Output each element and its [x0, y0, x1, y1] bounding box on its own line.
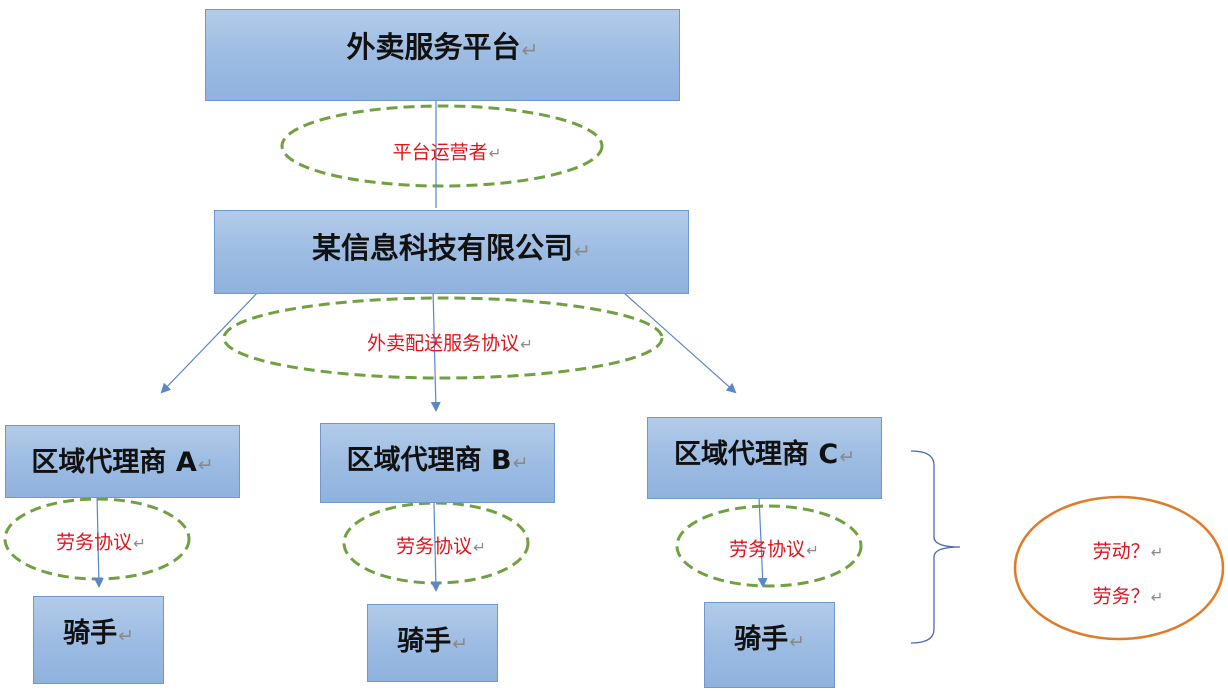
return-mark-icon: ↵ — [452, 633, 468, 655]
arrow-company-to-agent-b — [430, 288, 441, 412]
arrow-company-to-agent-a — [160, 289, 261, 394]
question-labor: 劳动？↵ — [1092, 540, 1164, 563]
node-rider-b-label: 骑手 — [397, 626, 452, 657]
return-mark-icon: ↵ — [197, 454, 214, 476]
relation-ellipse-delivery-agreement — [222, 296, 664, 380]
node-rider-c-label: 骑手 — [734, 624, 789, 655]
node-company-label: 某信息科技有限公司 — [311, 231, 573, 265]
return-mark-icon: ↵ — [789, 631, 805, 653]
return-mark-icon: ↵ — [473, 538, 486, 557]
node-agent-c: 区域代理商 C↵ — [647, 417, 882, 499]
node-platform: 外卖服务平台↵ — [205, 9, 680, 101]
return-mark-icon: ↵ — [839, 446, 856, 468]
label-delivery-agreement: 外卖配送服务协议↵ — [367, 332, 533, 355]
relation-ellipse-platform-operator — [280, 104, 604, 188]
relation-ellipse-labor-c — [675, 504, 863, 588]
label-labor-service-a: 劳务协议↵ — [56, 531, 146, 554]
arrow-agent-a-to-rider — [93, 493, 104, 588]
arrow-agent-c-to-rider — [757, 496, 768, 588]
node-agent-b-label: 区域代理商 B — [346, 445, 512, 476]
label-labor-service-c: 劳务协议↵ — [729, 538, 819, 561]
return-mark-icon: ↵ — [118, 625, 134, 647]
node-agent-b: 区域代理商 B↵ — [320, 423, 555, 503]
label-labor-service-b: 劳务协议↵ — [396, 535, 486, 558]
node-platform-label: 外卖服务平台 — [346, 30, 521, 64]
node-rider-c: 骑手↵ — [704, 602, 835, 688]
label-platform-operator: 平台运营者↵ — [392, 141, 502, 164]
node-agent-c-label: 区域代理商 C — [673, 439, 839, 470]
question-service: 劳务？↵ — [1092, 585, 1164, 608]
node-agent-a-label: 区域代理商 A — [31, 447, 197, 478]
return-mark-icon: ↵ — [488, 144, 502, 163]
node-company: 某信息科技有限公司↵ — [214, 210, 689, 294]
return-mark-icon: ↵ — [806, 541, 819, 560]
node-rider-a-label: 骑手 — [63, 618, 118, 649]
return-mark-icon: ↵ — [574, 239, 591, 263]
return-mark-icon: ↵ — [512, 452, 529, 474]
return-mark-icon: ↵ — [521, 38, 539, 62]
return-mark-icon: ↵ — [1150, 588, 1164, 607]
node-rider-b: 骑手↵ — [367, 604, 498, 682]
return-mark-icon: ↵ — [1150, 543, 1164, 562]
return-mark-icon: ↵ — [133, 534, 146, 553]
arrow-agent-b-to-rider — [430, 502, 441, 592]
curly-brace — [910, 450, 961, 644]
node-agent-a: 区域代理商 A↵ — [5, 425, 240, 498]
return-mark-icon: ↵ — [520, 335, 533, 354]
question-ellipse — [1013, 495, 1225, 641]
node-rider-a: 骑手↵ — [33, 596, 164, 684]
arrow-company-to-agent-c — [613, 283, 737, 394]
